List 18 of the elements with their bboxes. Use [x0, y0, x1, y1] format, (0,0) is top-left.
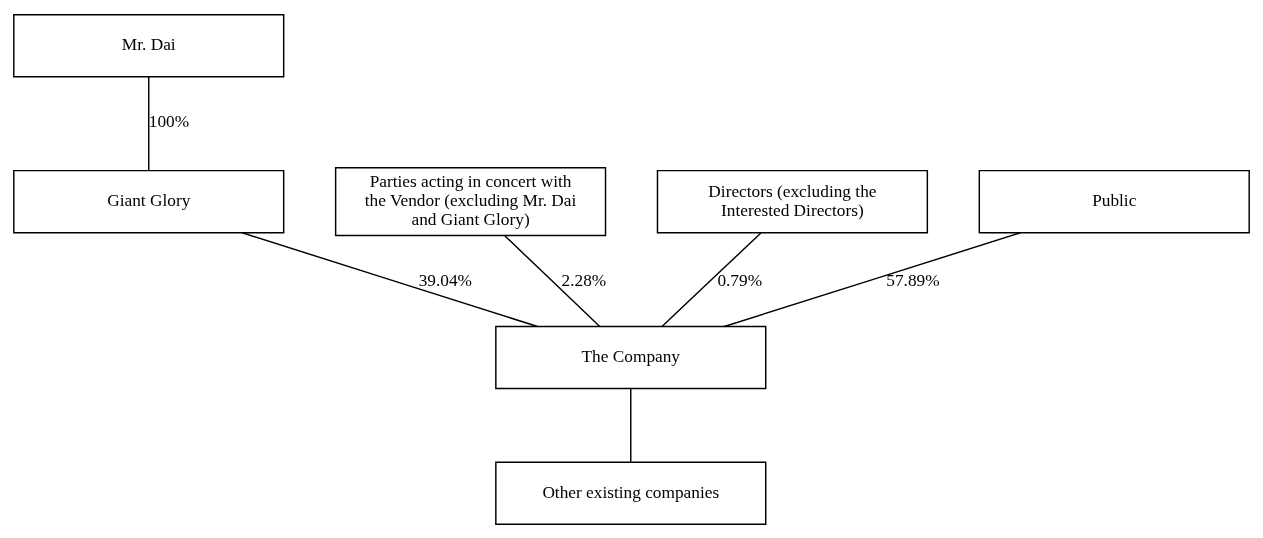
node-box: Public [978, 169, 1250, 233]
node-box: Other existing companies [495, 460, 767, 525]
edge-label: 100% [148, 111, 190, 131]
node-box: Parties acting in concert with the Vendor (excluding Mr. Dai and Giant Glory) [334, 166, 607, 236]
node-box: Mr. Dai [13, 13, 285, 78]
edge-label: 39.04% [418, 270, 472, 290]
connector [504, 234, 601, 327]
connector [148, 75, 150, 171]
connector [241, 231, 539, 327]
edge-label: 2.28% [561, 270, 607, 290]
node-box: The Company [495, 325, 767, 389]
node-box: Giant Glory [13, 169, 285, 233]
connector [723, 231, 1022, 327]
node-box: Directors (excluding the Interested Directors) [656, 169, 929, 233]
edge-label: 57.89% [886, 270, 940, 290]
connector [661, 231, 762, 327]
edge-label: 0.79% [717, 270, 763, 290]
connector [630, 387, 632, 462]
